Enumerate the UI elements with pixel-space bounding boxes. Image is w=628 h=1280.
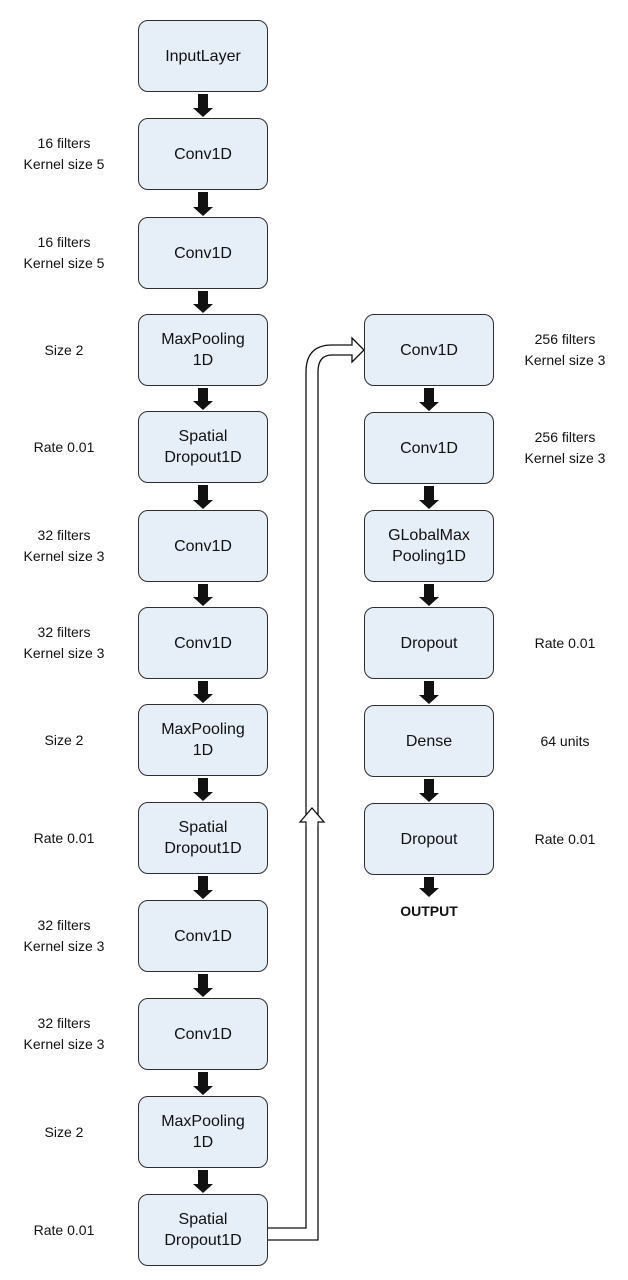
flow-arrow: [193, 876, 213, 899]
layer-box-conv1d: Conv1D: [364, 412, 494, 484]
layer-box-maxpooling-1d: MaxPooling 1D: [138, 314, 268, 386]
layer-parameters: Size 2: [44, 341, 84, 358]
flow-arrow: [193, 778, 213, 801]
layer-box-conv1d: Conv1D: [138, 510, 268, 582]
layer-parameters: 32 filters Kernel size 3: [23, 917, 105, 954]
layer-parameters: Rate 0.01: [534, 634, 596, 651]
layer-box-conv1d: Conv1D: [138, 607, 268, 679]
layer-parameters: 256 filters Kernel size 3: [524, 331, 606, 368]
layer-parameters: Rate 0.01: [33, 829, 95, 846]
flow-arrow: [193, 94, 213, 117]
layer-parameters: Size 2: [44, 1123, 84, 1140]
layer-box-dropout: Dropout: [364, 607, 494, 679]
output-label: OUTPUT: [400, 903, 458, 919]
layer-box-conv1d: Conv1D: [138, 118, 268, 190]
skip-connector-arrow: [268, 336, 365, 1241]
flow-arrow: [193, 974, 213, 997]
layer-parameters: 256 filters Kernel size 3: [524, 429, 606, 466]
flow-arrow: [193, 681, 213, 703]
flow-arrow: [193, 388, 213, 410]
layer-box-conv1d: Conv1D: [138, 998, 268, 1070]
flow-arrow: [419, 486, 439, 509]
flow-arrow: [193, 291, 213, 313]
flow-arrow: [193, 192, 213, 216]
flow-arrow: [419, 584, 439, 606]
flow-arrow: [419, 681, 439, 704]
layer-parameters: 32 filters Kernel size 3: [23, 1015, 105, 1052]
layer-box-inputlayer: InputLayer: [138, 20, 268, 92]
flow-arrow: [193, 584, 213, 606]
layer-box-maxpooling-1d: MaxPooling 1D: [138, 704, 268, 776]
flow-arrow: [193, 1072, 213, 1095]
flow-arrow: [419, 388, 439, 411]
layer-parameters: 16 filters Kernel size 5: [23, 135, 105, 172]
layer-box-spatial-dropout1d: Spatial Dropout1D: [138, 1194, 268, 1266]
flow-arrow: [193, 1170, 213, 1193]
flow-arrow: [193, 485, 213, 509]
layer-parameters: Rate 0.01: [33, 438, 95, 455]
layer-parameters: 32 filters Kernel size 3: [23, 624, 105, 661]
layer-box-dropout: Dropout: [364, 803, 494, 875]
layer-box-dense: Dense: [364, 705, 494, 777]
layer-box-conv1d: Conv1D: [364, 314, 494, 386]
layer-box-globalmax-pooling1d: GLobalMax Pooling1D: [364, 510, 494, 582]
layer-box-maxpooling-1d: MaxPooling 1D: [138, 1096, 268, 1168]
layer-parameters: 32 filters Kernel size 3: [23, 527, 105, 564]
flow-arrow: [419, 779, 439, 802]
layer-box-spatial-dropout1d: Spatial Dropout1D: [138, 802, 268, 874]
layer-parameters: Rate 0.01: [33, 1221, 95, 1238]
layer-box-conv1d: Conv1D: [138, 900, 268, 972]
layer-box-conv1d: Conv1D: [138, 217, 268, 289]
flow-arrow: [419, 877, 439, 897]
layer-parameters: Rate 0.01: [534, 830, 596, 847]
layer-parameters: Size 2: [44, 731, 84, 748]
layer-box-spatial-dropout1d: Spatial Dropout1D: [138, 411, 268, 483]
layer-parameters: 64 units: [540, 732, 590, 749]
layer-parameters: 16 filters Kernel size 5: [23, 234, 105, 271]
